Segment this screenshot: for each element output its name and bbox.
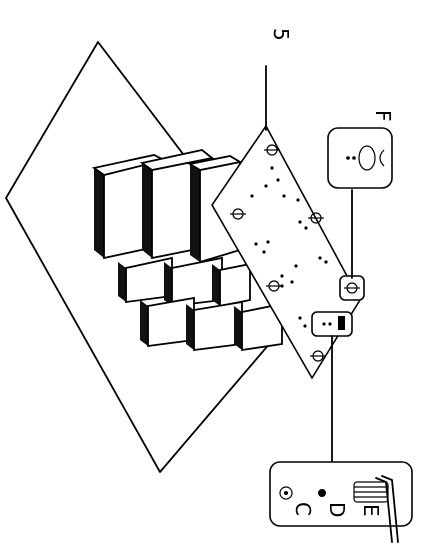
block-8	[186, 300, 243, 352]
detail-box-f	[327, 127, 393, 189]
label-e: E	[359, 504, 383, 517]
label-f: F	[371, 110, 395, 122]
label-c: C	[291, 502, 315, 516]
screw-icon	[230, 144, 326, 362]
label-panel-5: 5	[269, 28, 293, 41]
panel-holes	[250, 166, 328, 328]
block-4	[118, 256, 173, 304]
block-5	[164, 256, 223, 308]
highlight-bracket-e	[311, 311, 353, 337]
detail-box-cde	[269, 461, 413, 543]
block-9	[234, 302, 283, 352]
highlight-screw-f	[339, 275, 365, 301]
block-modules	[91, 149, 283, 352]
block-7	[140, 296, 195, 348]
label-d: D	[325, 502, 349, 517]
block-6	[212, 262, 251, 308]
